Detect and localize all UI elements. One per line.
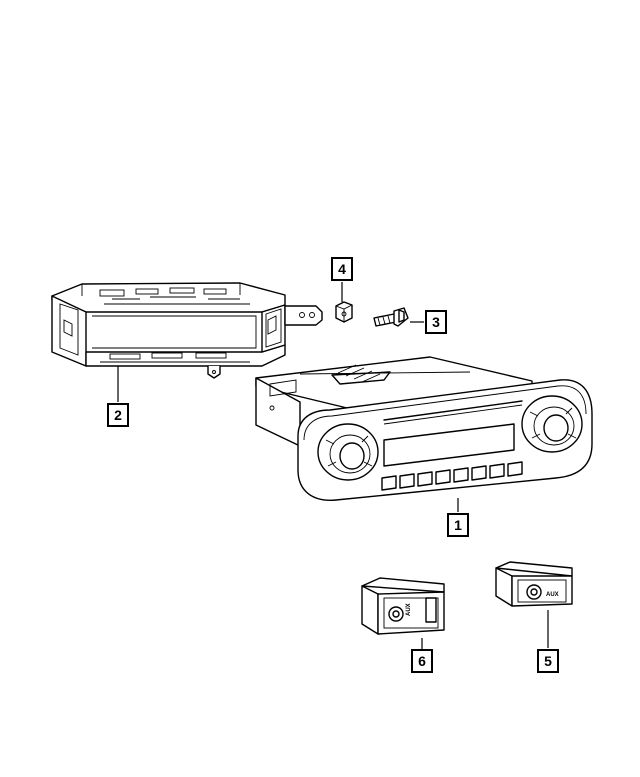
- callout-3: 3: [425, 310, 447, 334]
- radio-unit: [255, 356, 593, 501]
- svg-text:4: 4: [338, 261, 346, 277]
- preset-buttons: [381, 461, 523, 491]
- svg-text:6: 6: [418, 653, 426, 669]
- callout-6: 6: [411, 649, 433, 673]
- clip-nut: [335, 301, 353, 323]
- svg-text:5: 5: [544, 653, 552, 669]
- aux-module-label: AUX: [546, 592, 559, 598]
- usb-aux-module: AUX: [361, 577, 445, 635]
- callout-5: 5: [537, 649, 559, 673]
- screw: [373, 307, 409, 327]
- svg-text:3: 3: [432, 314, 440, 330]
- svg-text:1: 1: [454, 517, 462, 533]
- callout-1: 1: [447, 513, 469, 537]
- mounting-bracket: [51, 282, 323, 379]
- left-knob: [317, 423, 379, 481]
- right-knob: [521, 395, 583, 453]
- usb-aux-module-label: AUX: [406, 603, 412, 616]
- callout-4: 4: [331, 257, 353, 281]
- callout-2: 2: [107, 403, 129, 427]
- aux-module: AUX: [495, 561, 573, 607]
- svg-text:2: 2: [114, 407, 122, 423]
